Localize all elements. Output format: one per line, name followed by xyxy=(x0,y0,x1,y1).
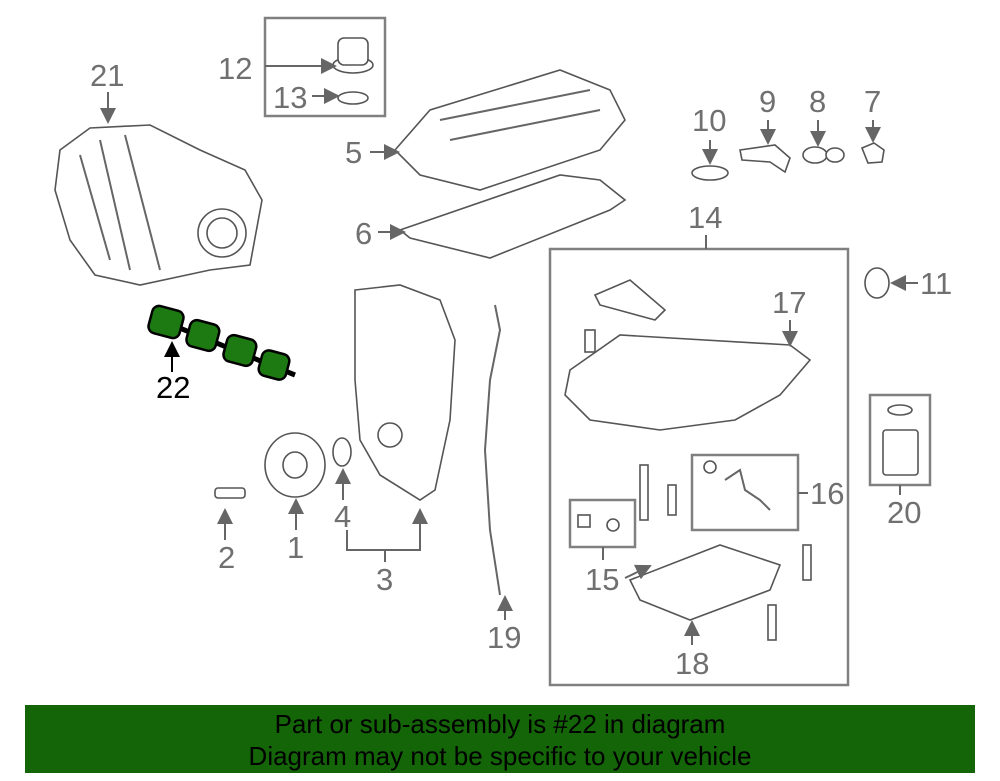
intake-manifold-gasket-highlighted[interactable] xyxy=(147,304,296,381)
callout-13: 13 xyxy=(273,80,307,115)
callout-labels: 21 12 13 5 6 10 9 8 7 14 11 17 22 16 20 … xyxy=(90,51,952,681)
callout-9: 9 xyxy=(759,84,776,119)
callout-19: 19 xyxy=(487,620,521,655)
info-banner: Part or sub-assembly is #22 in diagram D… xyxy=(25,705,975,773)
callout-3: 3 xyxy=(376,562,393,597)
leader-lines xyxy=(100,58,918,645)
valve-cover xyxy=(393,69,626,191)
valve-cover-gasket xyxy=(398,174,627,259)
callout-6: 6 xyxy=(355,216,372,251)
callout-21: 21 xyxy=(90,58,124,93)
callout-14: 14 xyxy=(688,200,722,235)
callout-17: 17 xyxy=(772,285,806,320)
bolts-15 xyxy=(577,464,812,641)
oil-dipstick xyxy=(483,304,502,596)
callout-8: 8 xyxy=(809,84,826,119)
diagram-canvas: 21 12 13 5 6 10 9 8 7 14 11 17 22 16 20 … xyxy=(54,16,952,687)
callout-10: 10 xyxy=(692,103,726,138)
callout-2: 2 xyxy=(218,540,235,575)
callout-15: 15 xyxy=(585,562,619,597)
callout-20: 20 xyxy=(887,495,921,530)
banner-line-1: Part or sub-assembly is #22 in diagram xyxy=(274,709,726,739)
callout-box-14 xyxy=(548,247,850,687)
callout-4: 4 xyxy=(334,499,351,534)
small-parts-7-10 xyxy=(691,142,890,299)
banner-line-2: Diagram may not be specific to your vehi… xyxy=(248,741,752,771)
intake-manifold xyxy=(54,124,263,286)
callout-22[interactable]: 22 xyxy=(156,370,190,405)
callout-7: 7 xyxy=(864,84,881,119)
oil-fill-cap xyxy=(332,37,374,105)
callout-18: 18 xyxy=(675,646,709,681)
callout-12: 12 xyxy=(218,51,252,86)
callout-1: 1 xyxy=(287,530,304,565)
callout-11: 11 xyxy=(920,266,952,301)
oil-pan-upper xyxy=(564,279,812,431)
callout-5: 5 xyxy=(345,135,362,170)
timing-cover xyxy=(354,284,456,501)
crank-pulley xyxy=(214,432,352,499)
oil-filter xyxy=(882,404,919,476)
sensor-16 xyxy=(703,460,771,511)
callout-16: 16 xyxy=(810,476,844,511)
oil-pan-lower xyxy=(628,544,782,621)
